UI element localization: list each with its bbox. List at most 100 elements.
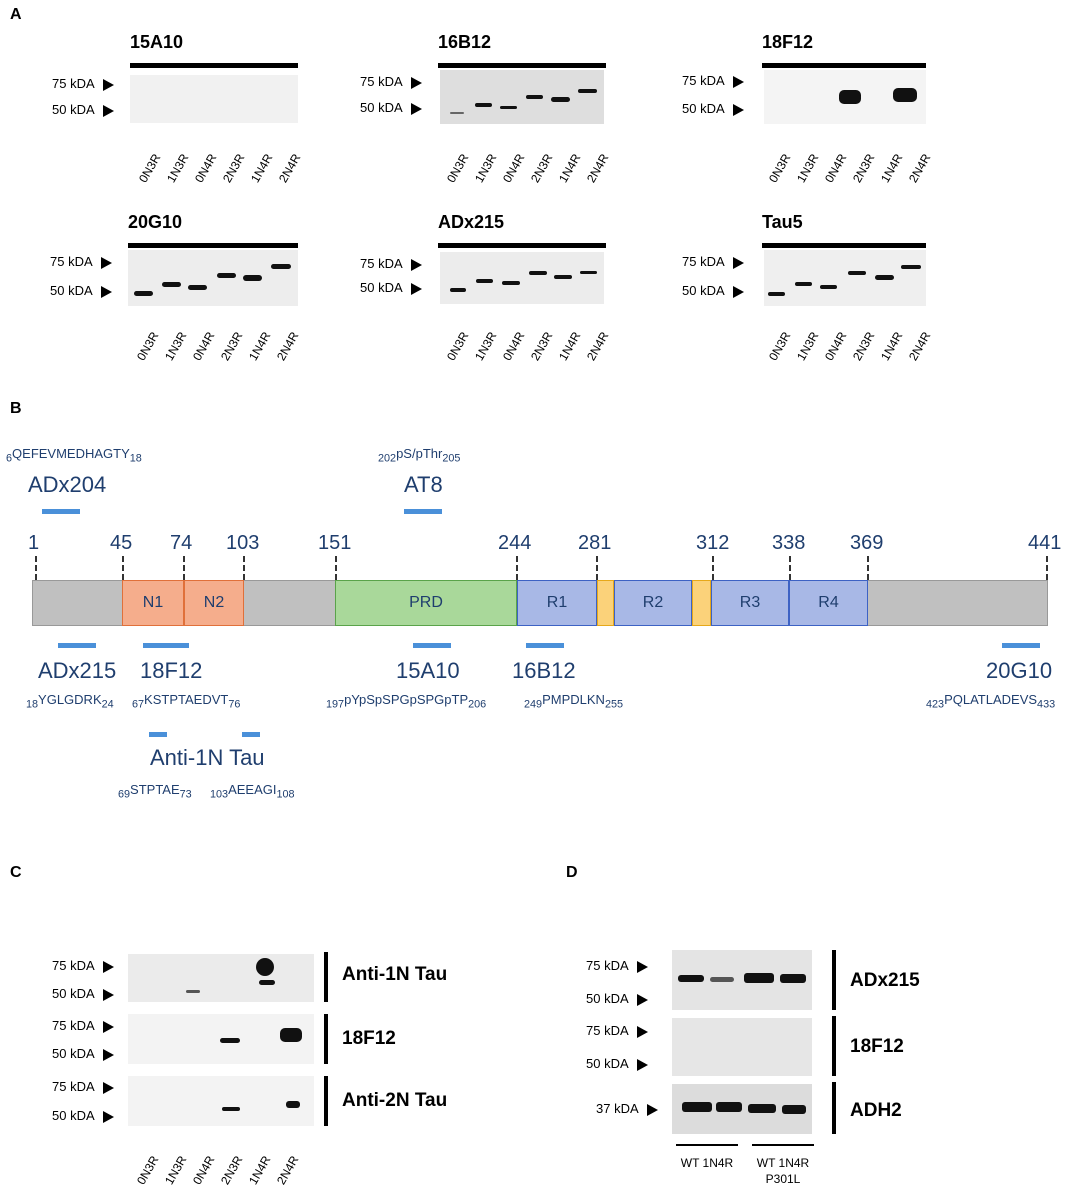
panel-label-a: A [10,6,22,23]
blot-18f12-d [672,1018,812,1076]
marker-75: 75 kDA [360,256,422,271]
position-312: 312 [696,532,730,554]
lane-label: 1N4R [878,329,906,363]
band [280,1028,302,1042]
divider [324,952,328,1002]
domain-r2: R2 [614,580,692,626]
20g10-epitope-sequence: 423PQLATLADEVS433 [926,692,1056,711]
marker-75: 75 kDA [52,1079,114,1094]
band [580,271,597,274]
marker-50: 50 kDA [52,986,114,1001]
marker-50: 50 kDA [52,1046,114,1061]
18f12-epitope-sequence: 67KSTPTAEDVT76 [132,692,241,711]
blot-adx215: ADx215 75 kDA 50 kDA 0N3R 1N3R 0N4R 2N3R… [0,0,700,370]
16b12-epitope-sequence: 249PMPDLKN255 [524,692,624,711]
band [780,974,806,983]
tick [243,556,245,580]
band [188,285,207,290]
lane-label: 0N3R [766,329,794,363]
tau-protein-map: N1 N2 PRD R1 R2 R3 R4 [32,580,1048,626]
band [259,980,275,985]
band [186,990,200,993]
at8-label: AT8 [404,472,443,497]
lane-label: 0N3R [134,1153,162,1187]
tick [712,556,714,580]
band [744,973,774,983]
band [502,281,520,285]
domain-n1: N1 [122,580,184,626]
marker-50: 50 kDA [52,1108,114,1123]
18f12-label: 18F12 [140,658,203,683]
blot-header-bar [762,243,926,248]
band [901,265,921,269]
adx204-epitope-bar [42,509,80,514]
marker-75: 75 kDA [682,73,744,88]
group-bar-p301l [752,1144,814,1146]
20g10-label: 20G10 [986,658,1053,683]
blot-membrane [130,75,298,123]
band [243,275,262,281]
marker-50: 50 kDA [52,102,114,117]
blot-header-bar [438,243,606,248]
tick [1046,556,1048,580]
blot-membrane [440,252,604,304]
anti-1n-sequence-1: 69STPTAE73 [118,782,192,801]
domain-n2: N2 [184,580,244,626]
position-369: 369 [850,532,884,554]
marker-50: 50 kDA [50,283,112,298]
blot-20g10: 20G10 75 kDA 50 kDA 0N3R 1N3R 0N4R 2N3R … [0,0,360,370]
blot-title: ADx215 [438,212,505,232]
tick [122,556,124,580]
marker-75: 75 kDA [682,254,744,269]
at8-epitope-sequence: 202pS/pThr205 [378,446,461,465]
divider [832,1082,836,1134]
blot-title: Tau5 [762,212,803,232]
band [529,271,547,275]
band [848,271,866,275]
divider [832,1016,836,1076]
20g10-epitope-bar [1002,643,1040,648]
tick [183,556,185,580]
anti-1n-epitope-bar-1 [149,732,167,737]
lane-label: 0N4R [190,1153,218,1187]
band [286,1101,300,1108]
blot-header-bar [130,63,298,68]
blot-16b12: 16B12 75 kDA 50 kDA 0N3R 1N3R 0N4R 2N3R … [0,0,700,190]
row-label-adx215: ADx215 [850,970,920,991]
blot-title: 20G10 [128,212,183,232]
domain-r1: R1 [517,580,597,626]
band [271,264,291,269]
marker-75: 75 kDA [52,1018,114,1033]
blot-tau5: Tau5 75 kDA 50 kDA 0N3R 1N3R 0N4R 2N3R 1… [0,0,1000,370]
divider [324,1014,328,1064]
band [476,279,493,283]
band [678,975,704,982]
blot-anti-2n [128,1076,314,1126]
row-label-18f12: 18F12 [342,1028,396,1049]
15a10-epitope-bar [413,643,451,648]
15a10-epitope-sequence: 197pYpSpSPGpSPGpTP206 [326,692,487,711]
band [450,288,466,292]
insert-2 [692,580,711,626]
divider [832,950,836,1010]
row-label-18f12-d: 18F12 [850,1036,904,1057]
band [526,95,543,99]
band [893,88,917,102]
band [795,282,812,286]
band [450,112,464,114]
blot-header-bar [128,243,298,248]
band [716,1102,742,1112]
marker-75: 75 kDA [50,254,112,269]
marker-50: 50 kDA [682,283,744,298]
anti-1n-sequence-2: 103AEEAGI108 [210,782,295,801]
group-bar-wt [676,1144,738,1146]
blot-anti-1n [128,954,314,1002]
position-338: 338 [772,532,806,554]
lane-label: 1N4R [246,1153,274,1187]
marker-50: 50 kDA [360,100,422,115]
band [134,291,153,296]
position-74: 74 [170,532,193,554]
band [217,273,236,278]
band [782,1105,806,1114]
tick [596,556,598,580]
